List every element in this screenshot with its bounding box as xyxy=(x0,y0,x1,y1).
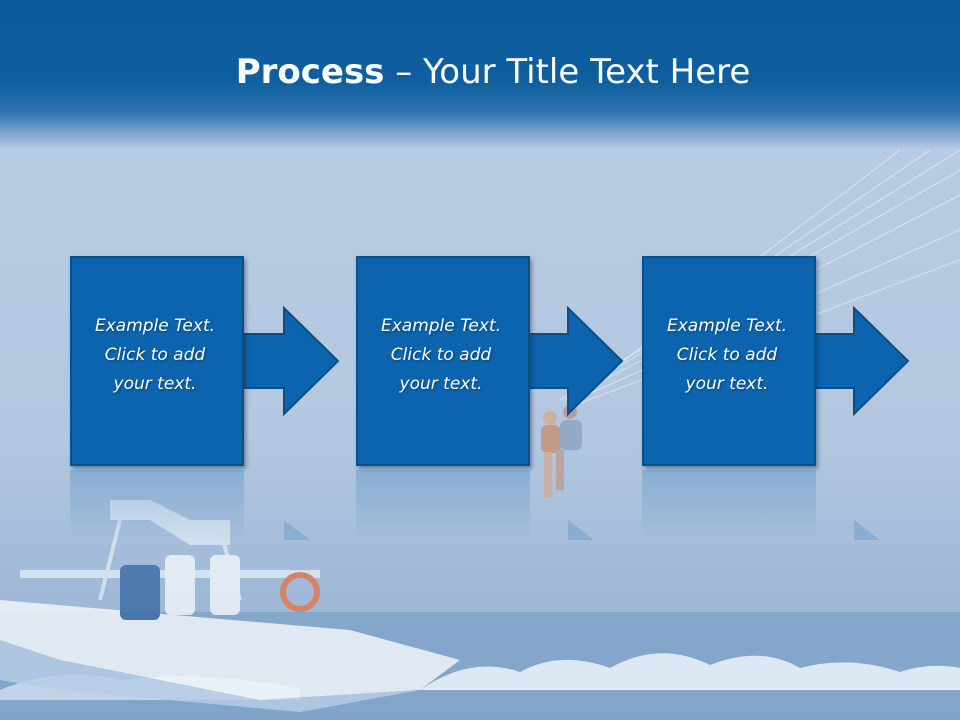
step-box[interactable] xyxy=(642,256,816,466)
process-step-1[interactable]: Example Text. Click to add your text. xyxy=(70,256,244,466)
arrow-right-icon xyxy=(527,305,624,417)
title-bold-text: Process xyxy=(235,52,385,92)
step-text[interactable]: Example Text. Click to add your text. xyxy=(356,312,526,399)
slide-title[interactable]: Process – Your Title Text Here xyxy=(0,52,960,92)
step-reflection xyxy=(356,470,530,540)
title-rest-text: – Your Title Text Here xyxy=(384,52,751,92)
process-step-2[interactable]: Example Text. Click to add your text. xyxy=(356,256,530,466)
step-text-line: your text. xyxy=(113,374,197,394)
step-text[interactable]: Example Text. Click to add your text. xyxy=(642,312,812,399)
arrow-right-icon xyxy=(243,305,340,417)
step-text-line: Example Text. xyxy=(94,316,216,336)
step-text-line: your text. xyxy=(399,374,483,394)
step-text[interactable]: Example Text. Click to add your text. xyxy=(70,312,240,399)
speedboat xyxy=(0,500,460,712)
step-box[interactable] xyxy=(70,256,244,466)
step-text-line: Click to add xyxy=(390,345,492,365)
step-text-line: Click to add xyxy=(104,345,206,365)
arrow-right-icon xyxy=(813,305,910,417)
process-step-3[interactable]: Example Text. Click to add your text. xyxy=(642,256,816,466)
step-box[interactable] xyxy=(356,256,530,466)
step-text-line: Click to add xyxy=(676,345,778,365)
step-reflection xyxy=(642,470,816,540)
title-bar xyxy=(0,0,960,150)
step-text-line: Example Text. xyxy=(380,316,502,336)
step-reflection xyxy=(70,470,244,540)
step-text-line: Example Text. xyxy=(666,316,788,336)
step-text-line: your text. xyxy=(685,374,769,394)
